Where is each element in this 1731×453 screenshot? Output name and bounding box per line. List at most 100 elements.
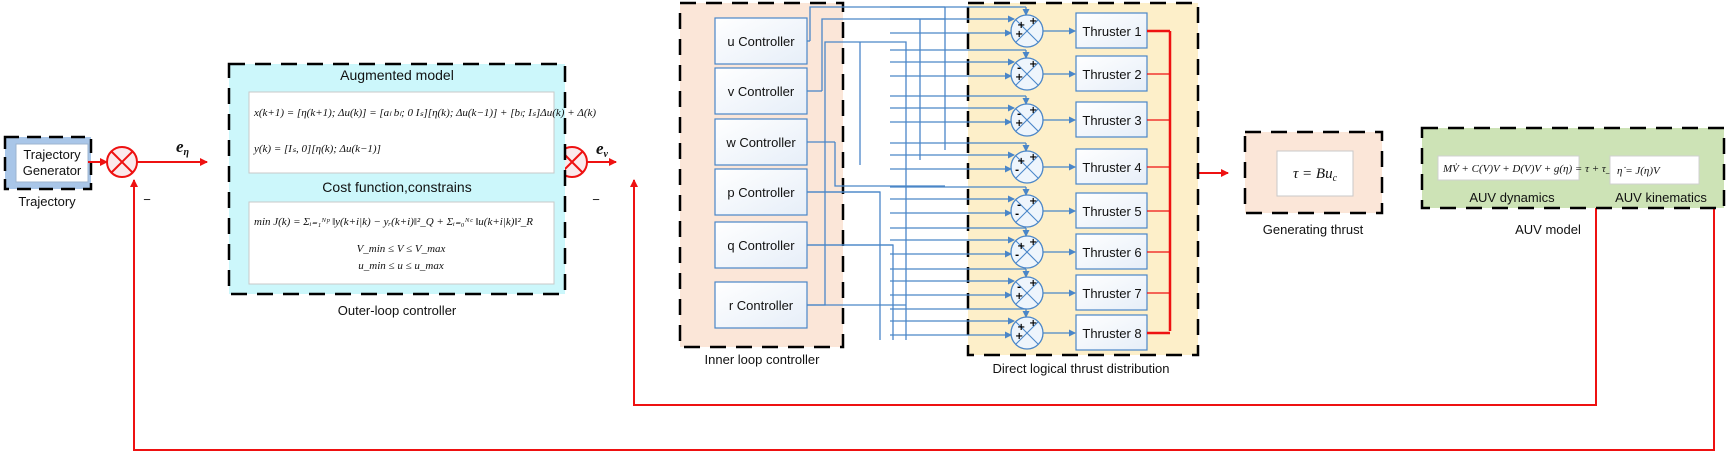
controller-block[interactable]: v Controller <box>714 67 808 115</box>
controller-block[interactable]: q Controller <box>714 221 808 269</box>
outer-feedback-sign: − <box>143 192 151 207</box>
controller-block[interactable]: r Controller <box>714 281 808 329</box>
augmented-model-box <box>248 91 555 174</box>
thruster-block[interactable]: Thruster 1 <box>1075 12 1148 49</box>
controller-block[interactable]: p Controller <box>714 168 808 216</box>
thruster-box[interactable] <box>1075 314 1148 351</box>
generating-thrust-equation: τ = Buc <box>1293 166 1338 184</box>
thruster-box[interactable] <box>1075 274 1148 311</box>
trunk-u <box>809 6 945 41</box>
ev-label: ev <box>596 139 609 160</box>
thruster-block[interactable]: Thruster 6 <box>1075 233 1148 270</box>
inner-feedback-sign: − <box>592 192 600 207</box>
sign-top: + <box>1029 196 1037 207</box>
sign-b: - <box>1015 209 1019 220</box>
sign-top: + <box>1029 152 1037 163</box>
sign-top: + <box>1029 105 1037 116</box>
controller-label: v Controller <box>728 84 795 99</box>
trunk-w <box>834 142 945 187</box>
sign-top: + <box>1029 16 1037 27</box>
auv-model: MV̇ + C(V)V + D(V)V + g(η) = τ + τ_E AUV… <box>1420 126 1726 237</box>
trajectory-generator-label-2: Generator <box>23 163 82 178</box>
outer-loop-controller: Augmented model x(k+1) = [η(k+1); Δu(k)]… <box>227 62 596 318</box>
sign-a: + <box>1017 156 1025 167</box>
sign-a: + <box>1017 20 1025 31</box>
controller-box[interactable] <box>714 221 808 269</box>
summing-junction: +-+ <box>1010 57 1044 91</box>
thruster-box[interactable] <box>1075 148 1148 185</box>
sign-a: - <box>1017 282 1021 293</box>
auv-kinematics-label: AUV kinematics <box>1615 190 1707 205</box>
thruster-block[interactable]: Thruster 5 <box>1075 192 1148 229</box>
e-eta-label: eη <box>176 137 190 158</box>
thruster-block[interactable]: Thruster 4 <box>1075 148 1148 185</box>
distribution-caption: Direct logical thrust distribution <box>992 361 1169 376</box>
trajectory-group: Trajectory Generator Trajectory <box>3 135 93 209</box>
thruster-block[interactable]: Thruster 3 <box>1075 101 1148 138</box>
controller-label: w Controller <box>725 135 796 150</box>
sign-b: + <box>1015 29 1023 40</box>
controller-label: u Controller <box>727 34 795 49</box>
thruster-block[interactable]: Thruster 2 <box>1075 55 1148 92</box>
summing-junction: +-+ <box>1010 103 1044 137</box>
controller-box[interactable] <box>714 118 808 166</box>
auv-dynamics-box <box>1437 155 1580 181</box>
auv-dynamics-equation: MV̇ + C(V)V + D(V)V + g(η) = τ + τ_E <box>1442 163 1618 175</box>
summing-junction: +-+ <box>1010 276 1044 310</box>
thruster-label: Thruster 5 <box>1082 204 1141 219</box>
thruster-label: Thruster 1 <box>1082 24 1141 39</box>
summing-junction: +++ <box>1010 14 1044 48</box>
augmented-state-equation: x(k+1) = [η(k+1); Δu(k)] = [aₗ bₗ; 0 Iₛ]… <box>253 107 596 119</box>
summing-junction-outer: − <box>106 146 151 207</box>
controller-label: p Controller <box>727 185 795 200</box>
sign-a: - <box>1017 109 1021 120</box>
thruster-label: Thruster 7 <box>1082 286 1141 301</box>
v-constraint: V_min ≤ V ≤ V_max <box>357 243 446 255</box>
thruster-box[interactable] <box>1075 12 1148 49</box>
trajectory-generator-label-1: Trajectory <box>23 147 81 162</box>
sign-b: + <box>1015 118 1023 129</box>
controller-box[interactable] <box>714 67 808 115</box>
sign-b: - <box>1015 165 1019 176</box>
thruster-box[interactable] <box>1075 192 1148 229</box>
summing-junction: +++ <box>1010 316 1044 350</box>
thruster-box[interactable] <box>1075 101 1148 138</box>
sign-b: - <box>1015 250 1019 261</box>
trunk-v <box>821 18 945 91</box>
generating-thrust: τ = Buc Generating thrust <box>1243 130 1384 237</box>
sign-top: + <box>1029 318 1037 329</box>
inner-feedback-line <box>633 161 1597 406</box>
sign-b: + <box>1015 72 1023 83</box>
auv-kinematics-equation: η̇ = J(η)V <box>1617 165 1661 177</box>
controller-box[interactable] <box>714 168 808 216</box>
thruster-label: Thruster 6 <box>1082 245 1141 260</box>
controller-block[interactable]: w Controller <box>714 118 808 166</box>
sign-top: + <box>1029 278 1037 289</box>
summing-junction: ++- <box>1010 235 1044 269</box>
inner-loop-controller: u Controller v Controller w Controller p Co… <box>678 1 845 367</box>
sign-top: + <box>1029 237 1037 248</box>
augmented-model-title: Augmented model <box>340 67 454 83</box>
controller-box[interactable] <box>714 17 808 65</box>
thruster-output-bus <box>1147 29 1172 335</box>
thruster-label: Thruster 2 <box>1082 67 1141 82</box>
trunk-r <box>807 41 907 340</box>
thruster-label: Thruster 8 <box>1082 326 1141 341</box>
trajectory-caption: Trajectory <box>18 194 76 209</box>
thruster-block[interactable]: Thruster 7 <box>1075 274 1148 311</box>
cost-equation: min J(k) = Σᵢ₌₁ᴺᵖ ‖y(k+i|k) − yᵣ(k+i)‖²_… <box>254 216 533 228</box>
controller-box[interactable] <box>714 281 808 329</box>
cost-function-title: Cost function,constrains <box>322 179 471 195</box>
trajectory-generator-block[interactable] <box>15 143 89 183</box>
sign-a: - <box>1017 200 1021 211</box>
augmented-output-equation: y(k) = [Iₛ, 0][η(k); Δu(k−1)] <box>253 143 381 155</box>
thruster-block[interactable]: Thruster 8 <box>1075 314 1148 351</box>
controller-block[interactable]: u Controller <box>714 17 808 65</box>
summing-junction: +-- <box>1010 194 1044 228</box>
cost-function-box <box>248 201 555 285</box>
generating-thrust-caption: Generating thrust <box>1263 222 1364 237</box>
u-constraint: u_min ≤ u ≤ u_max <box>358 260 444 272</box>
sign-top: + <box>1029 59 1037 70</box>
sign-b: + <box>1015 291 1023 302</box>
